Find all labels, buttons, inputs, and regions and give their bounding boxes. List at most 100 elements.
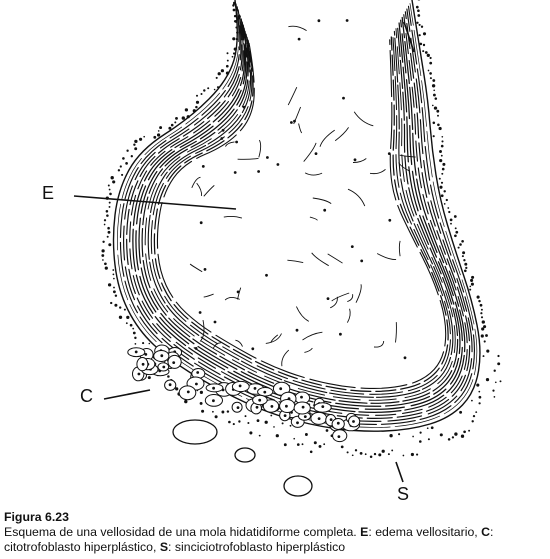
- vacuole: [283, 475, 313, 497]
- stipple-dot: [429, 61, 433, 65]
- stipple-dot: [451, 436, 455, 439]
- stipple-dot: [283, 443, 287, 447]
- stipple-dot: [492, 389, 495, 392]
- cell-nucleus: [270, 405, 274, 408]
- stipple-dot: [130, 155, 133, 158]
- stipple-dot: [480, 308, 483, 311]
- stipple-dot: [156, 133, 161, 137]
- stipple-dot: [118, 315, 123, 319]
- stipple-dot: [157, 130, 160, 132]
- stipple-dot: [107, 226, 110, 230]
- cell-nucleus: [279, 387, 283, 391]
- stroma-fiber: [132, 16, 466, 413]
- stipple-dot: [225, 64, 229, 68]
- stipple-dot: [440, 194, 444, 198]
- stipple-dot: [199, 390, 203, 394]
- edema-nucleus: [360, 259, 364, 263]
- stipple-dot: [441, 135, 444, 138]
- edema-strand: [281, 349, 290, 367]
- edema-nucleus: [251, 347, 255, 351]
- stipple-dot: [478, 395, 482, 399]
- leader-line-c: [103, 389, 151, 400]
- stipple-dot: [497, 362, 501, 366]
- stipple-dot: [426, 53, 430, 58]
- stipple-dot: [107, 283, 112, 287]
- stipple-dot: [475, 411, 478, 414]
- stipple-dot: [213, 88, 216, 91]
- stroma-fiber: [129, 14, 468, 416]
- stipple-dot: [264, 420, 268, 424]
- edema-strand: [347, 308, 351, 323]
- stipple-dot: [493, 369, 496, 372]
- stipple-dot: [447, 207, 450, 209]
- edema-nucleus: [236, 290, 240, 294]
- stipple-dot: [122, 157, 125, 160]
- stipple-dot: [441, 172, 444, 175]
- stipple-dot: [461, 239, 464, 243]
- edema-nucleus: [257, 170, 260, 173]
- stipple-dot: [417, 9, 420, 12]
- stipple-dot: [431, 84, 436, 88]
- stipple-dot: [443, 190, 446, 193]
- edema-strand: [203, 185, 215, 197]
- stipple-dot: [126, 149, 129, 152]
- stipple-dot: [478, 299, 481, 303]
- cell-nucleus: [196, 371, 200, 374]
- edema-strand: [352, 158, 367, 163]
- edema-strand: [347, 188, 366, 207]
- label-e: E: [42, 183, 55, 203]
- edema-nucleus: [350, 245, 354, 249]
- stipple-dot: [438, 177, 441, 180]
- stipple-dot: [101, 249, 105, 253]
- stipple-dot: [103, 219, 107, 222]
- stipple-dot: [440, 144, 444, 148]
- cell-nucleus: [321, 405, 325, 408]
- stipple-dot: [432, 121, 436, 125]
- stipple-dot: [429, 72, 432, 75]
- stipple-dot: [108, 188, 111, 191]
- stipple-dot: [442, 162, 446, 166]
- stipple-dot: [429, 56, 432, 60]
- stipple-dot: [422, 43, 426, 47]
- edema-strand: [287, 259, 304, 264]
- stipple-dot: [432, 79, 436, 82]
- stipple-dot: [453, 215, 457, 218]
- stipple-dot: [109, 192, 112, 196]
- stipple-dot: [203, 89, 206, 92]
- stipple-dot: [107, 230, 111, 234]
- stipple-dot: [470, 282, 474, 286]
- stipple-dot: [270, 414, 273, 417]
- stipple-dot: [301, 443, 304, 446]
- stipple-dot: [433, 89, 436, 92]
- stroma-fiber: [147, 30, 454, 398]
- stipple-dot: [309, 450, 313, 454]
- stipple-dot: [459, 243, 462, 246]
- edema-nucleus: [198, 311, 202, 314]
- stipple-dot: [346, 451, 349, 454]
- edema-nucleus: [323, 208, 327, 212]
- stipple-dot: [426, 427, 429, 430]
- stipple-dot: [439, 433, 443, 437]
- stipple-dot: [438, 126, 442, 131]
- stipple-dot: [134, 147, 138, 151]
- edema-strand: [347, 294, 354, 303]
- edema-nucleus: [387, 152, 391, 156]
- vacuole: [172, 419, 218, 445]
- stipple-dot: [200, 92, 203, 96]
- stipple-dot: [220, 69, 224, 73]
- stipple-dot: [167, 375, 170, 378]
- stipple-dot: [419, 42, 423, 46]
- cell-nucleus: [144, 353, 148, 356]
- stipple-dot: [354, 449, 358, 452]
- cell-nucleus: [172, 361, 176, 364]
- cell-nucleus: [160, 354, 164, 358]
- stipple-dot: [233, 20, 237, 23]
- stipple-dot: [479, 303, 483, 307]
- stipple-dot: [125, 322, 128, 325]
- cell-nucleus: [168, 383, 172, 387]
- edema-strand: [203, 293, 214, 298]
- edema-strand: [398, 162, 411, 172]
- cell-nucleus: [186, 390, 190, 394]
- stipple-dot: [134, 343, 137, 345]
- stipple-dot: [476, 383, 480, 387]
